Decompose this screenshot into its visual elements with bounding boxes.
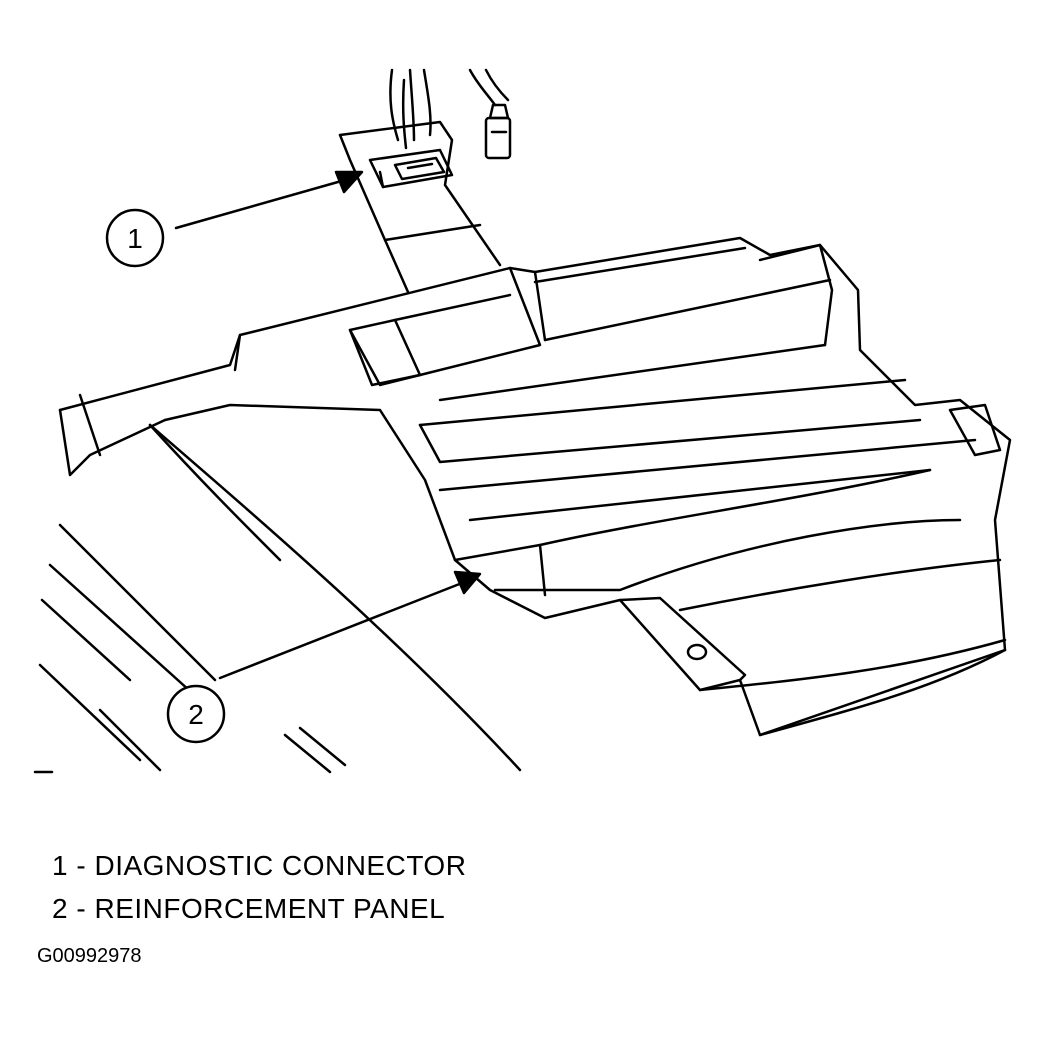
floor-lines (33, 393, 522, 774)
reinforcement-panel (58, 236, 1012, 737)
callout-1: 1 (105, 208, 165, 268)
legend-item-1: 1 - DIAGNOSTIC CONNECTOR (52, 850, 466, 882)
figure-id: G00992978 (37, 945, 142, 967)
callout-1-leader (174, 178, 347, 230)
callout-2-arrowhead (453, 570, 482, 595)
loose-plug-icon (484, 103, 512, 160)
callout-1-number: 1 (127, 223, 143, 254)
callout-2-number: 2 (188, 699, 204, 730)
callout-2-leader (218, 581, 464, 680)
callout-2: 2 (166, 684, 226, 744)
wiring-harness (389, 68, 510, 150)
legend-item-2: 2 - REINFORCEMENT PANEL (52, 893, 445, 925)
legend-number: 2 (52, 893, 69, 924)
legend-separator: - (76, 850, 87, 881)
callout-1-arrowhead (334, 170, 364, 194)
legend-separator: - (76, 893, 87, 924)
connector-bracket (338, 120, 502, 294)
legend-text: REINFORCEMENT PANEL (94, 893, 446, 924)
legend-number: 1 (52, 850, 69, 881)
legend-text: DIAGNOSTIC CONNECTOR (94, 850, 467, 881)
diagnostic-connector-icon (368, 148, 454, 189)
technical-illustration: 1 2 (33, 68, 1012, 774)
